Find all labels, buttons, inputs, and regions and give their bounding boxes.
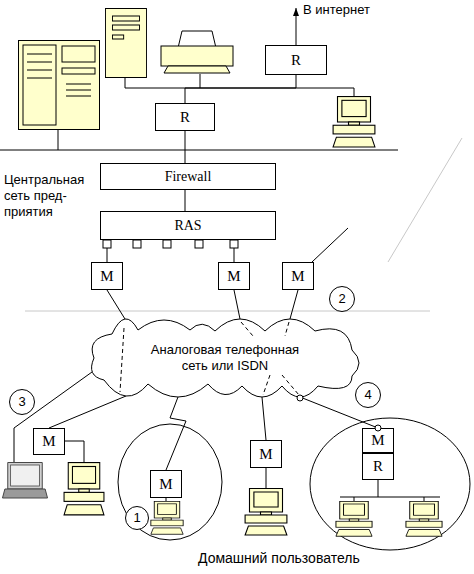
- home-pc: [336, 501, 372, 536]
- connector-group: [49, 75, 378, 470]
- modem-wire: [65, 441, 84, 462]
- modem-box: M: [250, 440, 282, 468]
- callout-number: 1: [125, 506, 149, 530]
- lan-wire: [125, 78, 126, 88]
- callout-number: 3: [9, 389, 35, 415]
- node-label: R: [373, 458, 383, 475]
- lan-wire: [424, 497, 425, 501]
- ras-port: [103, 240, 111, 248]
- ras-box: RAS: [100, 211, 276, 240]
- server-cabinet: [19, 41, 100, 130]
- modem-wire: [166, 498, 167, 501]
- connector-line: [234, 240, 235, 262]
- caption-label: Домашний пользователь: [198, 550, 360, 566]
- modem-box: M: [282, 262, 314, 290]
- node-label: RAS: [174, 218, 201, 233]
- ras-port: [195, 240, 203, 248]
- lan-bus: [340, 497, 440, 498]
- callout-number: 4: [355, 382, 381, 408]
- connector-line: [234, 290, 240, 319]
- router-box: R: [362, 453, 394, 480]
- home-pc: [151, 501, 183, 534]
- lan-bus: [0, 150, 398, 151]
- separator-line: [388, 138, 462, 262]
- lan-wire: [200, 74, 201, 88]
- home-boundary: [118, 424, 222, 540]
- connector-line: [107, 290, 125, 319]
- network-cloud: Аналоговая телефонная сеть или ISDN: [90, 318, 360, 398]
- laptop: [2, 463, 47, 499]
- node-label: Аналоговая телефонная сеть или ISDN: [140, 342, 310, 374]
- firewall-box: Firewall: [100, 163, 276, 190]
- connector-line: [262, 397, 266, 440]
- node-label: M: [227, 268, 240, 285]
- ras-port: [133, 240, 141, 248]
- node-label: M: [259, 446, 272, 463]
- modem-box: M: [362, 428, 394, 453]
- internet-arrow: [296, 8, 297, 45]
- connector-line: [185, 131, 186, 163]
- node-label: M: [159, 476, 172, 493]
- callout-number: 2: [329, 286, 355, 312]
- cloud-shape: [92, 319, 359, 397]
- printer: [161, 31, 233, 73]
- router-box: R: [265, 45, 327, 75]
- node-label: R: [180, 109, 190, 126]
- node-label: R: [291, 52, 301, 69]
- lan-bus: [125, 88, 354, 89]
- server-tower: [105, 9, 146, 78]
- home-pc: [245, 489, 287, 536]
- home-pc: [406, 501, 442, 536]
- annotation-text: В интернет: [303, 2, 370, 18]
- section-label: Центральная сеть пред- приятия: [4, 172, 100, 220]
- connector-line: [185, 190, 186, 211]
- lan-wire: [354, 497, 355, 501]
- modem-box: M: [150, 470, 182, 498]
- lan-wire: [58, 130, 59, 150]
- workstation: [333, 97, 375, 147]
- connector-line: [166, 397, 186, 470]
- node-label: M: [42, 433, 55, 450]
- connector-line: [185, 75, 296, 103]
- connector-line: [107, 240, 108, 262]
- ras-port: [163, 240, 171, 248]
- phone-wire: [14, 372, 92, 462]
- ras-port: [230, 240, 238, 248]
- node-label: M: [291, 268, 304, 285]
- connector-line: [290, 290, 298, 319]
- connector-line: [49, 396, 126, 428]
- modem-box: M: [91, 262, 123, 290]
- lan-wire: [378, 480, 379, 497]
- lan-wire: [354, 88, 355, 96]
- separator-line: [25, 311, 430, 312]
- node-label: Firewall: [165, 169, 212, 184]
- home-pc: [64, 463, 104, 515]
- router-box: R: [155, 103, 215, 131]
- modem-box: M: [33, 428, 65, 455]
- home-boundary: [310, 418, 470, 550]
- node-label: M: [371, 432, 384, 449]
- modem-box: M: [218, 262, 250, 290]
- node-label: M: [100, 268, 113, 285]
- modem-wire: [266, 468, 267, 488]
- modem-wire: [312, 228, 348, 262]
